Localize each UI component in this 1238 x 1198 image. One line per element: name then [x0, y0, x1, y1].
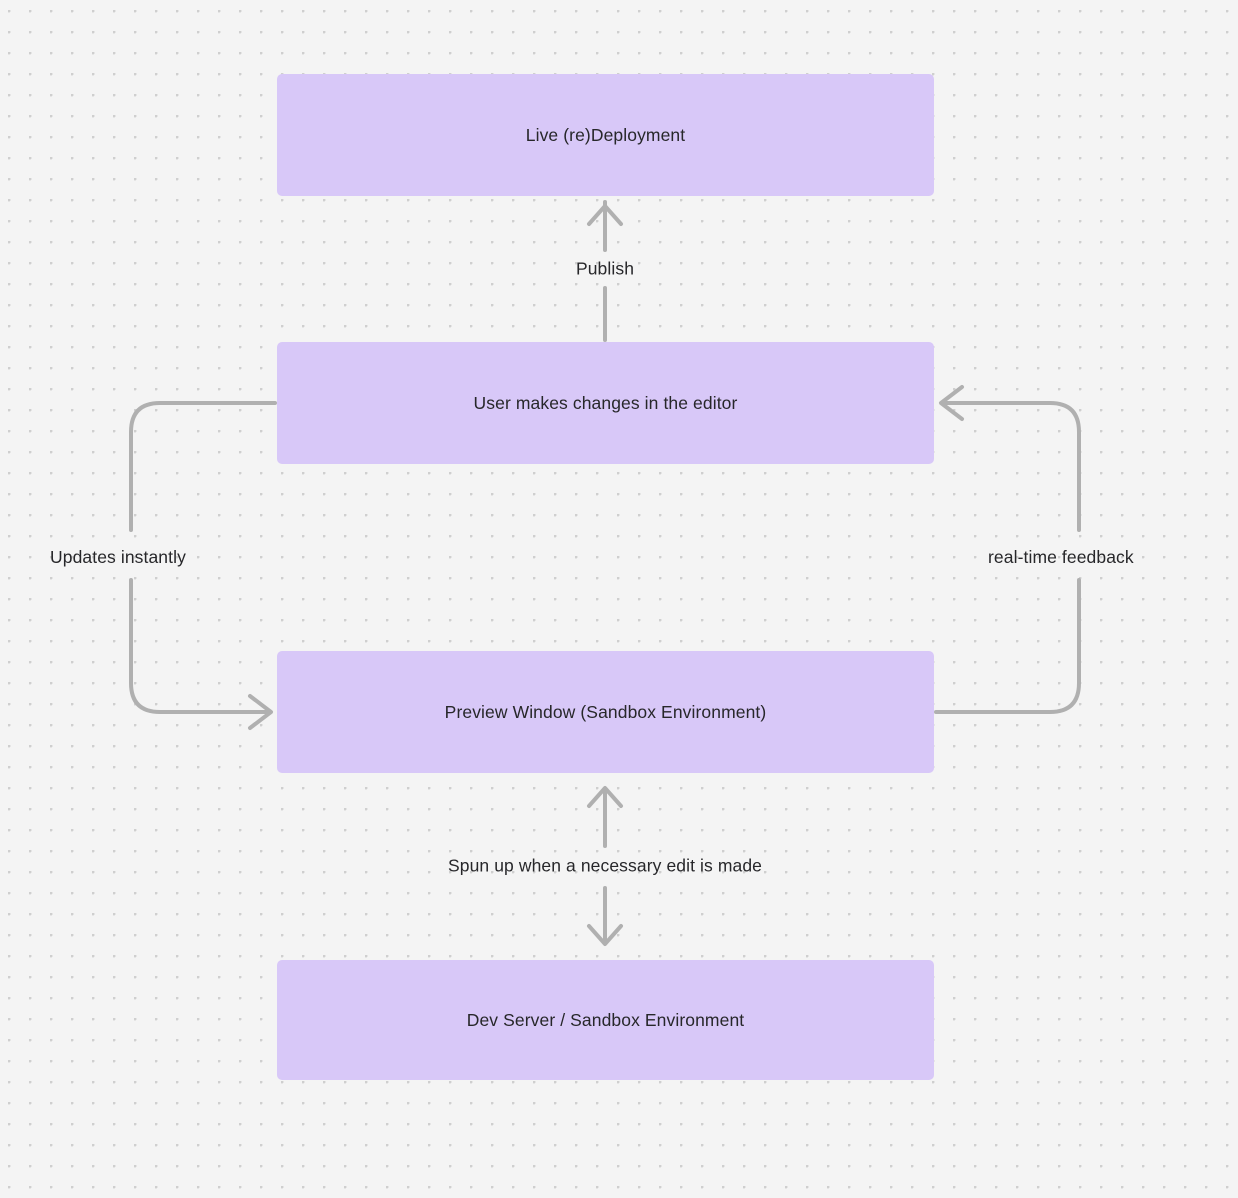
arrowhead-right-updates [248, 694, 273, 730]
edge-label-updates-instantly: Updates instantly [50, 547, 186, 567]
node-dev-server[interactable]: Dev Server / Sandbox Environment [277, 960, 934, 1080]
node-preview-window-label: Preview Window (Sandbox Environment) [444, 701, 767, 722]
node-preview-window[interactable]: Preview Window (Sandbox Environment) [277, 651, 934, 773]
edge-label-publish: Publish [575, 258, 635, 279]
edge-label-real-time-feedback: real-time feedback [988, 547, 1134, 567]
arrowhead-left-feedback [939, 385, 964, 421]
node-live-deployment-label: Live (re)Deployment [525, 124, 686, 145]
arrowhead-up-spunup [587, 786, 623, 808]
edge-label-spun-up: Spun up when a necessary edit is made [447, 855, 763, 876]
node-live-deployment[interactable]: Live (re)Deployment [277, 74, 934, 196]
node-dev-server-label: Dev Server / Sandbox Environment [466, 1009, 745, 1030]
arrowhead-up-publish [587, 204, 623, 226]
node-user-edits-label: User makes changes in the editor [473, 392, 738, 413]
arrowhead-down-spunup [587, 924, 623, 946]
node-user-edits[interactable]: User makes changes in the editor [277, 342, 934, 464]
